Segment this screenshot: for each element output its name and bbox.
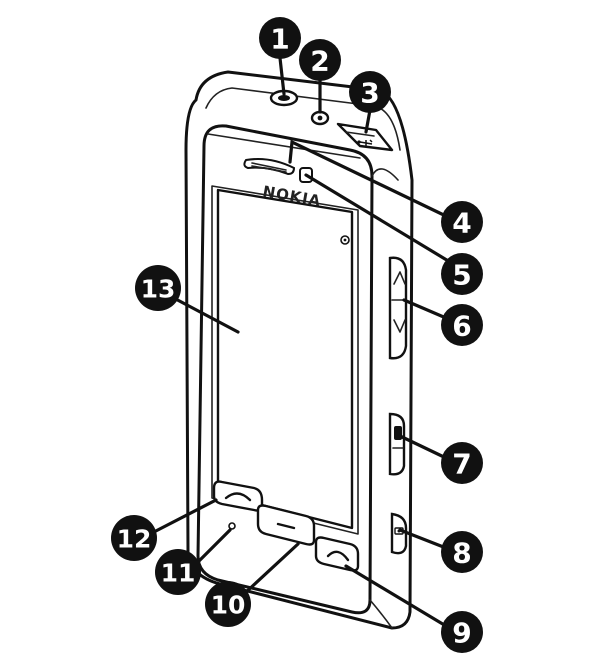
svg-text:9: 9 [452,617,471,650]
svg-text:7: 7 [452,448,471,481]
end-key [314,536,360,572]
usb-icon [357,139,373,147]
svg-text:11: 11 [161,559,196,588]
headset-connector [310,110,330,126]
svg-text:2: 2 [310,45,329,78]
callout-3: 3 [349,71,391,113]
microphone [228,522,236,530]
capture-key [390,512,408,555]
callout-7: 7 [441,442,483,484]
micro-usb-connector [336,122,394,152]
earpiece [243,158,296,176]
svg-text:10: 10 [211,591,246,620]
callout-9: 9 [441,611,483,653]
volume-key [388,256,408,360]
end-key-icon [326,550,350,562]
svg-text:5: 5 [452,259,471,292]
touch-screen [211,185,359,535]
lock-switch [388,412,406,476]
svg-text:1: 1 [270,23,289,56]
callout-1: 1 [259,17,301,59]
call-key [212,480,264,512]
callout-5: 5 [441,253,483,295]
svg-text:4: 4 [452,207,471,240]
svg-text:3: 3 [360,77,379,110]
svg-text:6: 6 [452,310,471,343]
callout-4: 4 [441,201,483,243]
brand-logo: NOKIA [261,182,322,210]
svg-text:12: 12 [117,525,152,554]
phone-body [184,70,414,630]
callout-6: 6 [441,304,483,346]
call-key-icon [224,492,252,502]
leader-lines [148,56,452,628]
svg-text:13: 13 [141,275,176,304]
callout-13: 13 [135,265,181,311]
callout-8: 8 [441,531,483,573]
callout-12: 12 [111,515,157,561]
svg-text:8: 8 [452,537,471,570]
menu-key-icon [276,522,296,530]
menu-key [256,504,316,546]
light-sensor [340,235,350,245]
callout-11: 11 [155,549,201,595]
callout-10: 10 [205,581,251,627]
callout-2: 2 [299,39,341,81]
